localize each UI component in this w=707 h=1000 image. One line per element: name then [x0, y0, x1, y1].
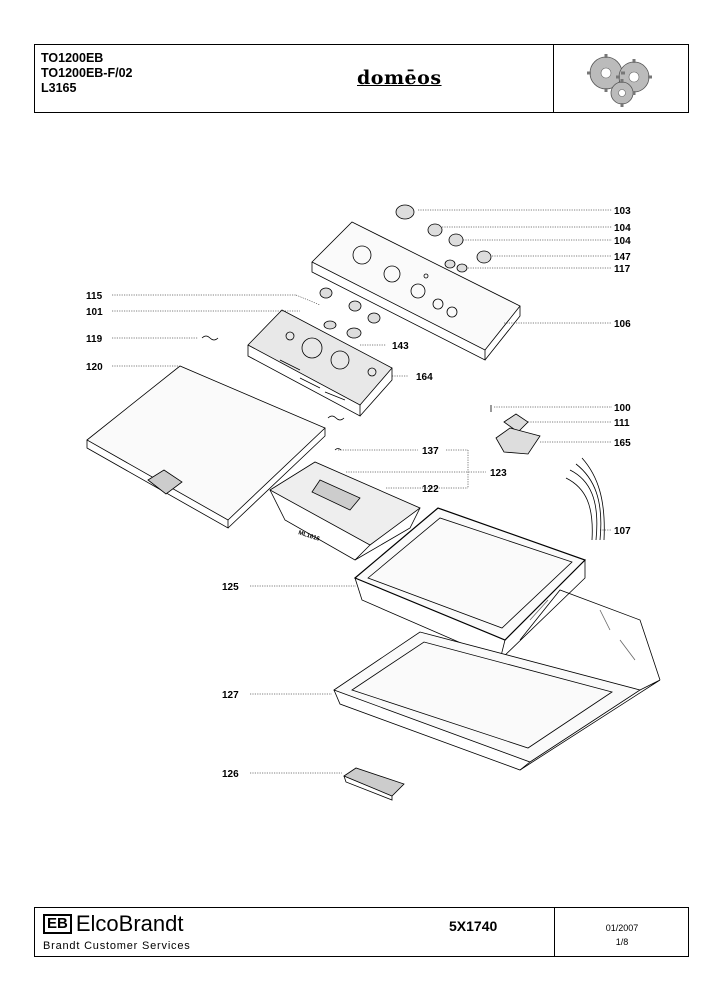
wiring-harness-part: [565, 457, 605, 541]
callout-107: 107: [614, 526, 631, 537]
callout-125: 125: [222, 582, 239, 593]
electronic-board-part: [247, 309, 393, 417]
model-list: TO1200EB TO1200EB-F/02 L3165: [41, 51, 132, 96]
gears-icon: [587, 54, 652, 107]
hinge-part: [343, 767, 405, 801]
control-panel-part: [311, 221, 521, 361]
callout-164: 164: [416, 372, 433, 383]
leader-lines: [112, 209, 612, 774]
callout-labels: 103 104 104 147 117 115 101 106 143 119 …: [86, 206, 631, 780]
document-reference: 5X1740: [449, 918, 498, 934]
callout-115: 115: [86, 291, 103, 302]
callout-126: 126: [222, 769, 239, 780]
tub-seal-part: [353, 507, 587, 661]
callout-127: 127: [222, 690, 239, 701]
callout-100: 100: [614, 403, 631, 414]
logo-box: [553, 45, 689, 112]
model-code: TO1200EB: [41, 51, 104, 65]
callout-165: 165: [614, 438, 631, 449]
callout-137: 137: [422, 446, 439, 457]
knob-parts: [319, 204, 492, 339]
title-block: TO1200EB TO1200EB-F/02 L3165 domēos: [34, 44, 689, 113]
callout-122: 122: [422, 484, 439, 495]
spring-parts: [201, 335, 492, 451]
callout-101: 101: [86, 307, 103, 318]
model-code: TO1200EB-F/02: [41, 66, 133, 80]
document-date: 01/2007: [605, 923, 639, 933]
detergent-box-part: [269, 461, 421, 561]
lid-part: [86, 365, 326, 529]
callout-117: 117: [614, 264, 631, 275]
callout-119: 119: [86, 334, 103, 345]
services-text: Brandt Customer Services: [43, 940, 191, 952]
callout-111: 111: [614, 418, 630, 429]
callout-106: 106: [614, 319, 631, 330]
callout-120: 120: [86, 362, 103, 373]
callout-103: 103: [614, 206, 631, 217]
model-code: L3165: [41, 81, 77, 95]
company-name: ElcoBrandt: [75, 911, 184, 936]
brand-logo: domēos: [357, 67, 442, 89]
page-number: 1/8: [615, 937, 629, 947]
part-marking: ML1616: [297, 530, 320, 543]
top-frame-part: [333, 589, 661, 771]
door-lock-part: [495, 413, 541, 455]
callout-104: 104: [614, 223, 631, 234]
callout-104: 104: [614, 236, 631, 247]
callout-123: 123: [490, 468, 507, 479]
company-mark: EB: [43, 914, 72, 934]
date-box: 01/2007 1/8: [554, 908, 689, 956]
callout-147: 147: [614, 252, 631, 263]
callout-143: 143: [392, 341, 409, 352]
